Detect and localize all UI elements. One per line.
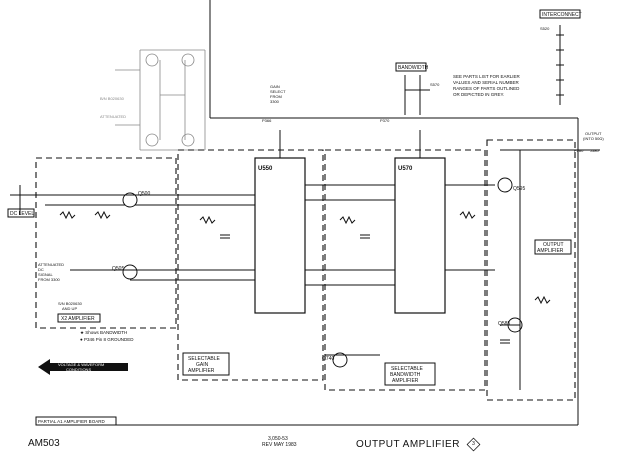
output-amplifier-l1: OUTPUT: [543, 242, 564, 248]
selectable-gain-panel: [177, 149, 324, 381]
transistor-q740: [332, 352, 348, 368]
legend-grounded: ● P346 Pin 8 GROUNDED: [80, 337, 134, 342]
wiring: [10, 25, 600, 390]
attenuated-l4: FROM 3300: [38, 277, 61, 282]
p366-label: P366: [262, 118, 272, 123]
voltage-arrow-icon: [38, 359, 128, 375]
p370-label: P370: [380, 118, 390, 123]
attenuated-l1: ATTENUATED: [38, 262, 64, 267]
interconnect-box: [539, 9, 581, 19]
transistor-q505: [122, 264, 138, 280]
bandwidth-label: BANDWIDTH: [398, 65, 429, 71]
j580-label: J580: [590, 148, 599, 153]
partial-board-box: [35, 416, 117, 426]
label-q500: Q500: [138, 191, 150, 197]
selectable-bandwidth-l3: AMPLIFIER: [392, 378, 419, 384]
gain-select-l4: 3300: [270, 99, 280, 104]
transistor-symbols: [122, 177, 523, 368]
transistor-q585: [507, 317, 523, 333]
partial-board-label: PARTIAL A1 AMPLIFIER BOARD: [38, 419, 105, 424]
s520-label: S520: [540, 26, 550, 31]
output-amplifier-panel: [486, 139, 576, 401]
attenuated-l3: SIGNAL: [38, 272, 53, 277]
parts-note-l2: VALUES AND SERIAL NUMBER: [453, 80, 520, 85]
revision-date: REV MAY 1983: [262, 442, 297, 448]
selectable-gain-l3: AMPLIFIER: [188, 368, 215, 374]
gain-select-l1: GAIN: [270, 84, 280, 89]
transistor-q595: [497, 177, 513, 193]
selectable-gain-l1: SELECTABLE: [188, 356, 221, 362]
output-l2: (INTO 50Ω): [583, 136, 604, 141]
voltage-arrow-l2: CONDITIONS: [66, 367, 91, 372]
transistor-q500: [122, 192, 138, 208]
diagram-number-badge: 3: [466, 437, 481, 452]
serial-note-l2: AND UP: [62, 306, 77, 311]
gain-select-l2: SELECT: [270, 89, 286, 94]
s570-label: S570: [430, 82, 440, 87]
serial-note-l1: S/N B020630: [58, 301, 83, 306]
selectable-gain-label-box: [182, 352, 230, 376]
parts-note-l3: RANGES OF PARTS OUTLINED: [453, 86, 520, 91]
ic-u550: [254, 157, 306, 314]
x2-amplifier-panel: [35, 157, 177, 329]
voltage-arrow-l1: VOLTAGE & WAVEFORM: [58, 362, 104, 367]
x2-amplifier-label-box: [57, 313, 101, 323]
p580-label: P580: [574, 148, 584, 153]
legend-bandwidth: ★ Shows BANDWIDTH: [80, 330, 127, 335]
output-amplifier-l2: AMPLIFIER: [537, 248, 564, 254]
output-l1: OUTPUT: [585, 131, 602, 136]
dc-level-label: DC LEVEL: [10, 211, 34, 217]
output-amplifier-label-box: [534, 239, 572, 255]
diagram-title: OUTPUT AMPLIFIER 3: [356, 437, 481, 452]
label-u570: U570: [398, 166, 413, 172]
selectable-bandwidth-l2: BANDWIDTH: [390, 372, 421, 378]
svg-text:B/N B020630: B/N B020630: [100, 96, 125, 101]
model-name: AM503: [28, 438, 60, 449]
dc-level-box: [7, 208, 35, 218]
label-q505: Q505: [112, 266, 124, 272]
label-u550: U550: [258, 166, 273, 172]
gain-select-l3: FROM: [270, 94, 282, 99]
parts-note-l1: SEE PARTS LIST FOR EARLIER: [453, 74, 521, 79]
diagram-title-text: OUTPUT AMPLIFIER: [356, 439, 460, 451]
attenuated-l2: DC: [38, 267, 44, 272]
grey-inset-circuit: B/N B020630 ATTENUATED: [100, 49, 206, 151]
selectable-bandwidth-l1: SELECTABLE: [391, 366, 424, 372]
label-q585: Q585: [498, 321, 510, 327]
bandwidth-box: [395, 62, 427, 72]
interconnect-label: INTERCONNECT: [542, 12, 582, 18]
ic-u570: [394, 157, 446, 314]
selectable-bandwidth-label-box: [384, 362, 436, 386]
selectable-gain-l2: GAIN: [196, 362, 209, 368]
part-number: 3,050-53: [268, 436, 288, 442]
x2-amplifier-label: X2 AMPLIFIER: [61, 316, 95, 322]
label-q595: Q595: [513, 186, 525, 192]
parts-note-l4: OR DEPICTED IN GREY.: [453, 92, 504, 97]
svg-text:ATTENUATED: ATTENUATED: [100, 114, 126, 119]
label-q740: Q740: [322, 356, 334, 362]
